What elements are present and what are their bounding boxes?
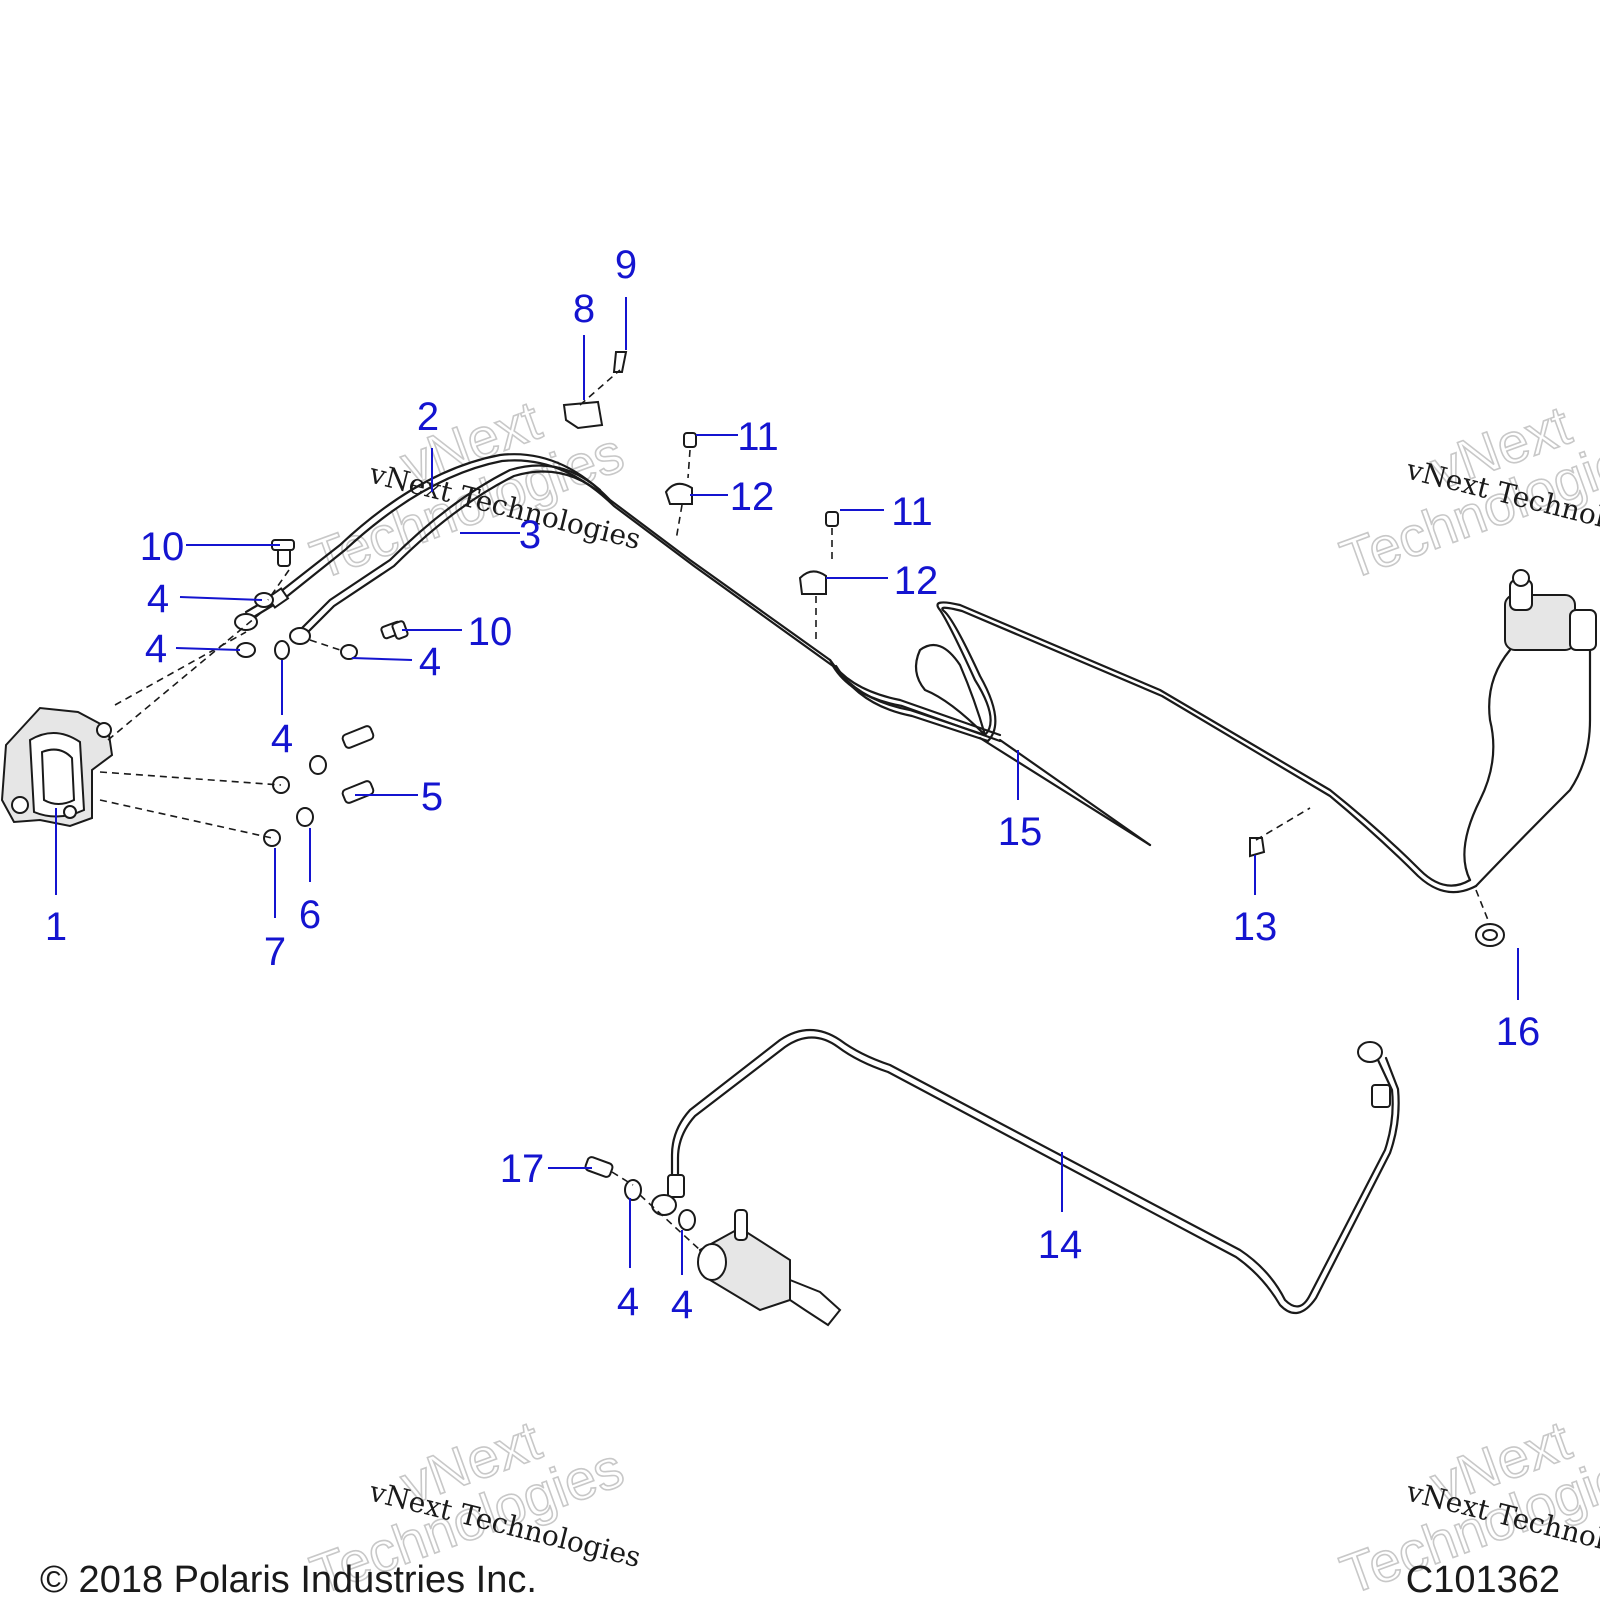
callout-4-bottom-right: 4 [671,1283,693,1327]
callouts: 1 2 3 10 4 4 4 4 10 5 6 7 8 9 11 12 11 1… [45,243,1540,1327]
callout-10-lower: 10 [468,610,513,654]
callout-15: 15 [998,810,1043,854]
callout-11-lower: 11 [891,490,933,534]
brake-line-lower [651,1029,1400,1315]
callout-4-right: 4 [419,640,441,684]
callout-11-upper: 11 [737,415,779,459]
master-cylinder-lower [697,1209,842,1327]
callout-8: 8 [573,287,595,331]
hardware [236,351,1505,1231]
callout-9: 9 [615,243,637,287]
callout-17: 17 [500,1147,545,1191]
master-cylinder-rear [1504,569,1597,651]
callout-12-lower: 12 [894,559,939,603]
callout-2: 2 [417,395,439,439]
callout-7: 7 [264,930,286,974]
callout-10-upper: 10 [140,525,185,569]
brake-caliper [0,706,114,828]
callout-13: 13 [1233,905,1278,949]
callout-6: 6 [299,893,321,937]
copyright-notice: © 2018 Polaris Industries Inc. [40,1559,537,1600]
brake-line-front [234,453,1002,743]
callout-4-bottom-left: 4 [617,1280,639,1324]
callout-5: 5 [421,775,443,819]
callout-4-upper: 4 [147,577,169,621]
callout-16: 16 [1496,1010,1541,1054]
callout-4-middle: 4 [271,717,293,761]
assembly-lines [99,369,1491,1251]
callout-14: 14 [1038,1223,1083,1267]
callout-1: 1 [45,905,67,949]
callout-3: 3 [519,513,541,557]
callout-4-left: 4 [145,627,167,671]
brake-line-rear-run [828,601,1592,894]
leader-lines [55,297,1519,1275]
watermark-group-top-right: vNext Technologies vNext Technologies [1332,392,1600,592]
callout-12-upper: 12 [730,475,775,519]
figure-id: C101362 [1406,1559,1560,1600]
